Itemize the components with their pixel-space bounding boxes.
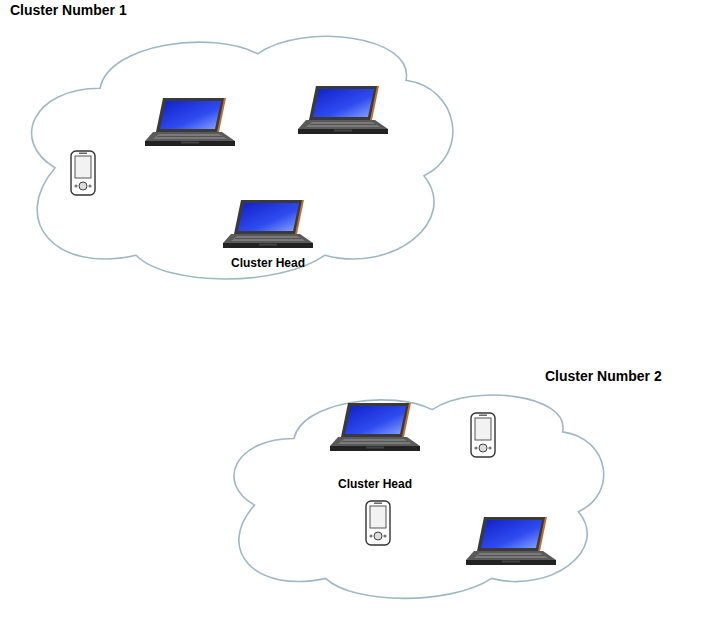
cluster-head-laptop: Cluster Head — [306, 403, 444, 493]
pda-icon — [71, 151, 95, 195]
laptop-icon — [466, 517, 556, 565]
cluster-cloud: Cluster Number 1Cluster Head — [10, 22, 460, 287]
cluster-head-laptop: Cluster Head — [199, 200, 337, 275]
node-label: Cluster Head — [306, 477, 444, 491]
cluster-heading: Cluster Number 2 — [545, 368, 662, 384]
laptop-icon — [145, 98, 235, 146]
pda-icon — [366, 501, 390, 545]
laptop-icon — [223, 200, 313, 250]
pda-icon — [471, 413, 495, 457]
cluster-cloud: Cluster Number 2Cluster Head — [215, 383, 610, 605]
cluster-heading: Cluster Number 1 — [10, 2, 127, 18]
node-label: Cluster Head — [199, 256, 337, 270]
laptop-icon — [330, 403, 420, 453]
cloud-outline — [215, 383, 610, 605]
laptop-icon — [298, 86, 388, 134]
